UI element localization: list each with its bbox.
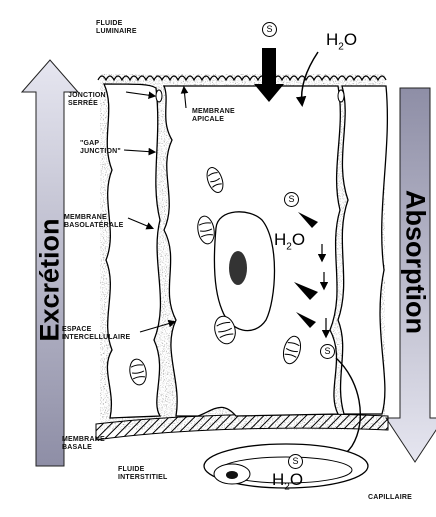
water-o: O (290, 470, 303, 489)
solute-symbol-junction: S (320, 344, 335, 359)
solute-symbol-capillary: S (288, 454, 303, 469)
label-capillaire: CAPILLAIRE (368, 494, 412, 502)
label-fluide-interstitiel: FLUIDE INTERSTITIEL (118, 466, 167, 482)
water-o: O (292, 230, 305, 249)
tight-junction-left (156, 90, 162, 102)
solute-symbol-cell: S (284, 192, 299, 207)
label-espace-intercellulaire: ESPACE INTERCELLULAIRE (62, 326, 130, 342)
right-cell (338, 86, 387, 414)
water-h: H (326, 30, 338, 49)
label-membrane-basale: MEMBRANE BASALE (62, 436, 105, 452)
nucleolus (229, 251, 247, 285)
water-h: H (272, 470, 284, 489)
label-fluide-luminaire: FLUIDE LUMINAIRE (96, 20, 137, 36)
endothelial-nucleus (226, 471, 238, 479)
water-symbol-capillary: H2O (272, 470, 303, 492)
label-membrane-basolaterale: MEMBRANE BASOLATÉRALE (64, 214, 123, 230)
water-h: H (274, 230, 286, 249)
label-membrane-apicale: MEMBRANE APICALE (192, 108, 235, 124)
label-jonction-serree: JONCTION SERRÉE (68, 92, 106, 108)
label-gap-junction: "GAP JUNCTION" (80, 140, 121, 156)
absorption-label: Absorption (400, 190, 431, 334)
solute-symbol-lumen: S (262, 22, 277, 37)
water-symbol-cell: H2O (274, 230, 305, 252)
tight-junction-right (338, 90, 344, 102)
excretion-label: Excrétion (35, 218, 66, 341)
water-o: O (344, 30, 357, 49)
water-symbol-lumen: H2O (326, 30, 357, 52)
